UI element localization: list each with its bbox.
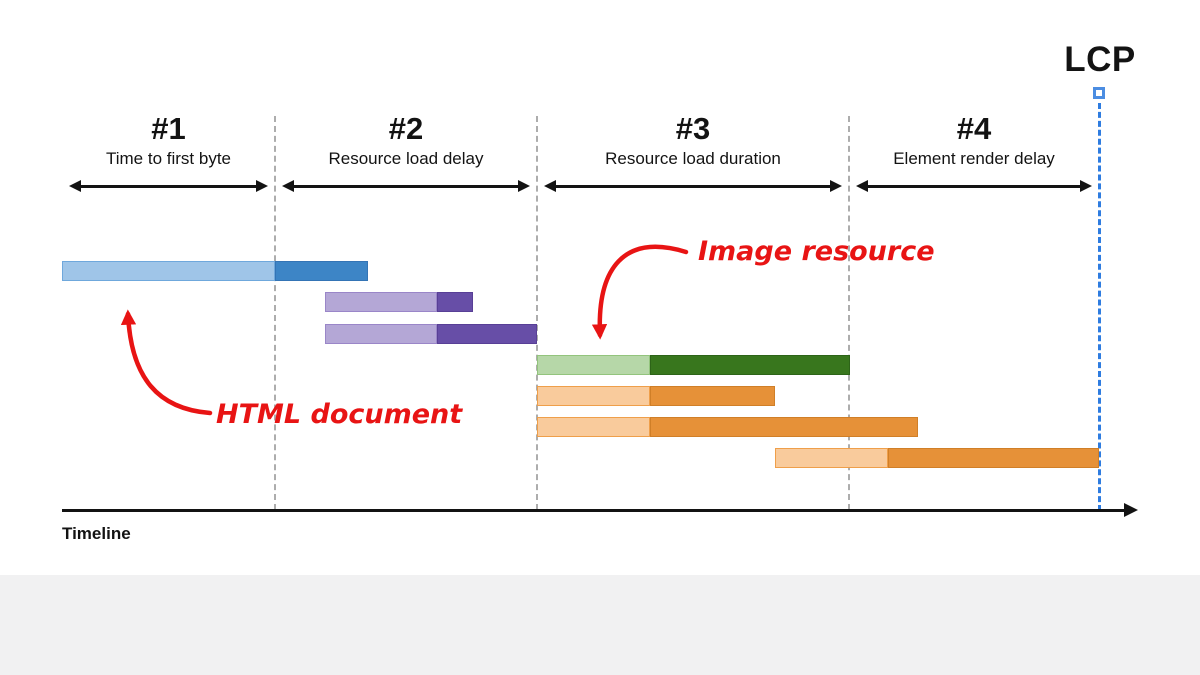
script-bar-dark-segment [650, 386, 775, 406]
image-resource-arrow-icon [591, 244, 689, 340]
phase-label: Resource load delay [328, 149, 484, 168]
phase-separator-1 [274, 116, 276, 510]
arrowhead-right-icon [518, 180, 530, 192]
document-bar-dark-segment [275, 261, 368, 281]
arrowhead-right-icon [256, 180, 268, 192]
arrow-line [865, 185, 1083, 188]
phase-extent-arrow-3 [544, 180, 842, 193]
image-bar-dark-segment [650, 355, 850, 375]
stylesheet-bar-dark-segment [437, 292, 473, 312]
phase-number: #1 [151, 111, 186, 146]
arrowhead-right-icon [830, 180, 842, 192]
script-bar-dark-segment [650, 417, 918, 437]
phase-extent-arrow-1 [69, 180, 268, 193]
phase-extent-arrow-4 [856, 180, 1092, 193]
timeline-label: Timeline [62, 524, 131, 543]
script-bar-dark-segment [888, 448, 1099, 468]
arrowhead-right-icon [1080, 180, 1092, 192]
timeline-axis [62, 509, 1126, 512]
script-bar-light-segment [775, 448, 888, 468]
html-document-arrow-icon [120, 309, 213, 416]
phase-extent-arrow-2 [282, 180, 530, 193]
stylesheet-bar-light-segment [325, 324, 437, 344]
stylesheet-bar-light-segment [325, 292, 437, 312]
lcp-title: LCP [1064, 40, 1136, 79]
phase-number: #3 [675, 111, 711, 146]
image-bar-light-segment [537, 355, 650, 375]
image-resource-annotation: Image resource [698, 236, 935, 267]
phase-number: #2 [388, 111, 424, 146]
arrow-line [291, 185, 521, 188]
phase-separator-2 [536, 116, 538, 510]
arrow-line [553, 185, 833, 188]
phase-number: #4 [956, 111, 992, 146]
phase-label: Time to first byte [105, 149, 231, 168]
document-bar-light-segment [62, 261, 275, 281]
html-document-annotation: HTML document [216, 399, 463, 430]
lcp-marker-icon [1093, 87, 1105, 99]
stylesheet-bar-dark-segment [437, 324, 537, 344]
lcp-dashed-line [1097, 103, 1101, 511]
phase-label: Resource load duration [605, 149, 781, 168]
phase-label: Element render delay [893, 149, 1055, 168]
arrowhead-left-icon [544, 180, 556, 192]
legend-strip: DocumentStylesheetScriptImage [0, 575, 1200, 675]
phase-separator-3 [848, 116, 850, 510]
arrow-line [78, 185, 259, 188]
arrowhead-left-icon [282, 180, 294, 192]
timeline-axis-arrowhead-icon [1124, 503, 1138, 517]
script-bar-light-segment [537, 386, 650, 406]
arrowhead-left-icon [856, 180, 868, 192]
script-bar-light-segment [537, 417, 650, 437]
arrowhead-left-icon [69, 180, 81, 192]
